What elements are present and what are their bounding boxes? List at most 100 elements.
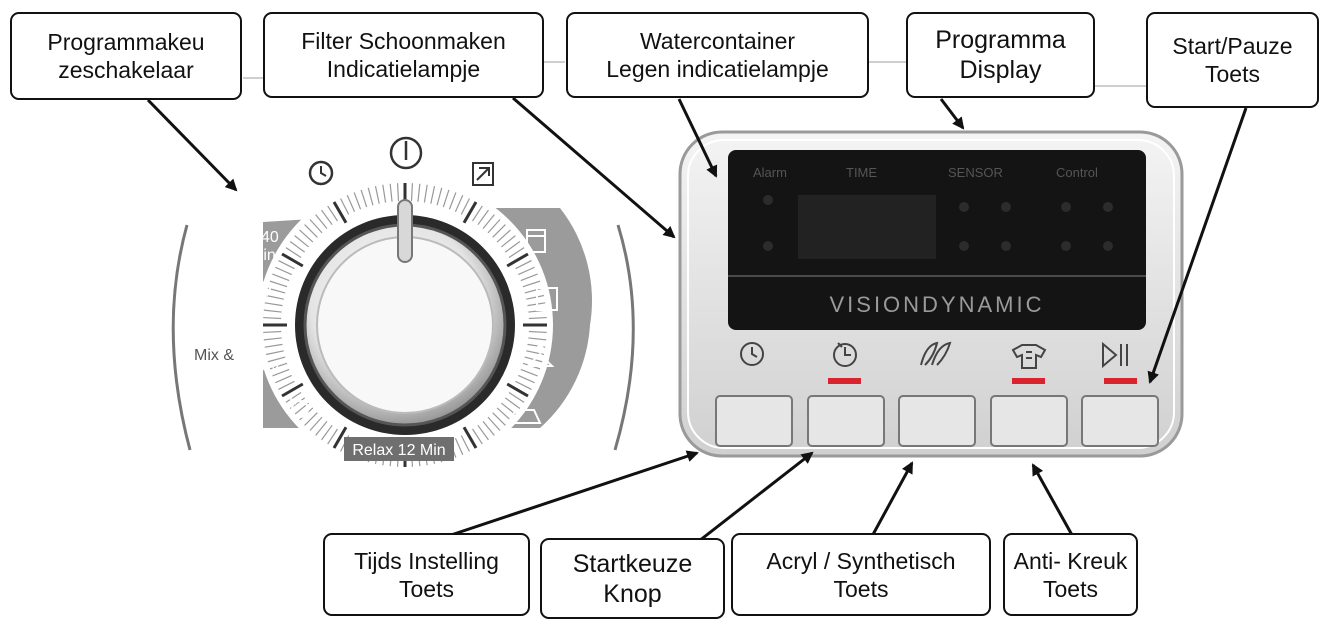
dial-tick [264,302,283,307]
dial-tick [472,428,483,445]
callout-acrylic: Acryl / Synthetisch Toets [731,533,991,616]
dial-tick [500,235,516,248]
dial-tick [389,183,393,202]
callout-anti-crease: Anti- Kreuk Toets [1003,533,1138,616]
dial-tick [281,382,304,398]
arrow-filter [512,96,676,239]
dial-tick [315,214,328,230]
dial-tick [496,407,511,421]
dial-tick [520,273,538,282]
dial-tick [487,219,501,234]
dial-tick [492,412,506,426]
dial-tick [332,426,348,449]
dial-tick [285,247,302,258]
dial-tick [506,382,529,398]
arrow-display [939,98,965,130]
anticrease-indicator-led [1012,378,1045,384]
dial-tick [477,209,489,226]
wool-icon [289,397,309,418]
arrow-acrylic [868,461,914,541]
delay-start-icon [833,342,857,367]
dial-tick [263,309,282,313]
dial-tick [462,426,478,449]
callout-delay-start: Startkeuze Knop [540,538,725,619]
start-pause-button[interactable] [1081,395,1159,447]
display-time-label: TIME [846,165,877,180]
dial-tick [281,252,304,268]
dial-tick [285,392,302,403]
display-alarm-label: Alarm [753,165,787,180]
dial-tick [430,185,436,204]
dial-tick [264,343,283,348]
delay-indicator-led [828,378,861,384]
cupboard-dry-icon [526,229,546,253]
relax-label-box [344,437,454,461]
dial-tick [410,183,414,202]
connector-lines [243,61,1146,87]
dial-tick [508,247,525,258]
dial-tick [482,420,495,436]
acrylic-synthetic-button[interactable] [898,395,976,447]
dial-tick [339,198,350,215]
callout-water-indicator: Watercontainer Legen indicatielampje [566,12,869,98]
dial-tick [526,294,545,300]
dial-tick [487,416,501,431]
iron-icon [506,409,542,424]
program-selector-dial: R 40 Min Mix & Dry Relax 12 Min [171,136,635,473]
dial-tick [265,350,284,356]
synthetic-icon [920,341,952,366]
callout-arrows [146,96,1248,550]
dial-tick [267,356,286,363]
dial-tick [508,392,525,403]
dial-tick [460,435,471,452]
dial-tick [518,374,535,384]
dial-tick [321,209,333,226]
callout-program-display: Programma Display [906,12,1095,98]
dial-tick [304,412,318,426]
dial-tick [263,337,282,341]
dial-tick [396,183,400,202]
callout-program-selector: Programmakeu zeschakelaar [10,12,242,100]
dial-tick [515,380,532,391]
dial-tick [518,266,535,276]
dial-tick [522,280,541,288]
arrow-time-set [435,450,699,542]
dial-tick [263,316,282,320]
knob-pointer [397,199,413,263]
dial-tick [500,402,516,415]
dial-tick [506,252,529,268]
dial-tick [482,214,495,230]
dial-tick [515,259,532,270]
display-sensor-label: SENSOR [948,165,1003,180]
dial-tick [374,185,380,204]
dial-tick [263,330,282,334]
brand-label: VISIONDYNAMIC [829,292,1044,317]
dial-tick [367,187,374,206]
dial-left-bracket [171,224,192,451]
dial-tick [454,438,464,455]
dial-tick [528,330,547,334]
dial-tick [477,424,489,441]
label-40: 40 [261,229,279,246]
dial-tick [504,397,521,409]
display-segment-icons [763,195,1113,251]
relax-label: Relax 12 Min [352,442,445,459]
knob-center [316,236,494,414]
dial-tick [272,273,290,282]
dial-tick [321,424,333,441]
dial-tick [327,428,338,445]
dial-tick [315,420,328,436]
delay-start-button[interactable] [807,395,885,447]
label-dry: Dry [254,359,280,376]
dial-tick [524,287,543,294]
dial-tick [423,184,428,203]
anti-crease-button[interactable] [990,395,1068,447]
dial-tick [528,337,547,341]
anti-crease-icon [1011,344,1047,369]
dial-tick [275,266,292,276]
off-icon [389,136,423,170]
wardrobe-icon [536,287,558,311]
time-set-button[interactable] [715,395,793,447]
dial-tick [309,219,323,234]
